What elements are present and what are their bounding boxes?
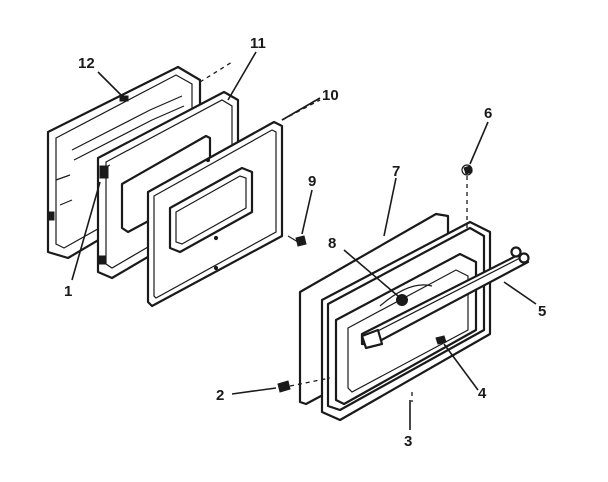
callout-8: 8 [328, 235, 336, 252]
callout-2: 2 [216, 387, 224, 404]
part-6-top-screw [461, 164, 473, 176]
callout-9: 9 [308, 173, 316, 190]
part-2-side-screw [277, 380, 291, 393]
callout-10: 10 [322, 87, 339, 104]
callout-labels: 12 11 10 1 9 8 7 6 5 4 3 2 [64, 35, 546, 450]
callout-11: 11 [250, 35, 266, 52]
part-10-inner-window-panel [146, 120, 284, 308]
leader-lines [71, 51, 537, 430]
part-9-screw [287, 235, 307, 247]
assembly-lines [199, 61, 468, 402]
part-8-handle-bracket [379, 284, 433, 307]
part-5-door-handle [360, 246, 530, 350]
callout-6: 6 [484, 105, 492, 122]
callout-5: 5 [538, 303, 546, 320]
callout-12: 12 [78, 55, 95, 72]
callout-7: 7 [392, 163, 400, 180]
part-4-window-screw [435, 335, 447, 345]
callout-1: 1 [64, 283, 72, 300]
callout-3: 3 [404, 433, 412, 450]
callout-4: 4 [478, 385, 487, 402]
